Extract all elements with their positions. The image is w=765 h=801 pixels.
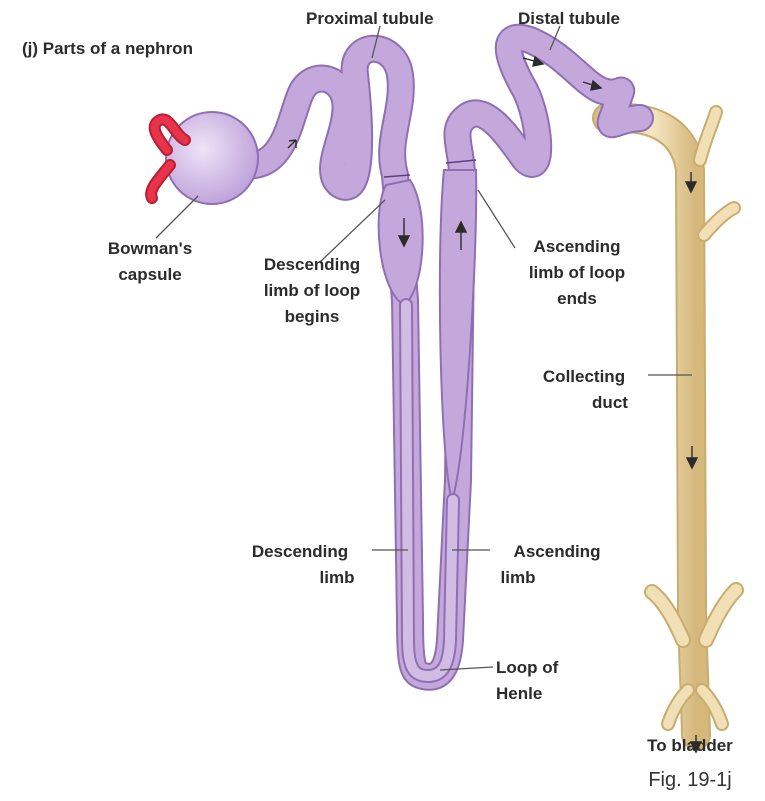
label-ascending-limb-ends-line3: ends xyxy=(557,289,597,308)
label-descending-limb-line2: limb xyxy=(320,568,355,587)
label-descending-limb-begins-line1: Descending xyxy=(264,255,360,274)
label-collecting-duct-line2: duct xyxy=(592,393,628,412)
nephron-tubule-shape xyxy=(255,38,640,677)
label-descending-limb-line1: Descending xyxy=(252,542,348,561)
bowmans-capsule-shape xyxy=(151,112,258,204)
label-ascending-limb-line2: limb xyxy=(501,568,536,587)
label-loop-of-henle-line2: Henle xyxy=(496,684,542,703)
label-to-bladder: To bladder xyxy=(647,736,733,755)
label-descending-limb-begins-line3: begins xyxy=(285,307,340,326)
label-loop-of-henle-line1: Loop of xyxy=(496,658,559,677)
label-ascending-limb-ends-line1: Ascending xyxy=(534,237,621,256)
label-ascending-limb-ends-line2: limb of loop xyxy=(529,263,625,282)
label-distal-tubule: Distal tubule xyxy=(518,9,620,28)
figure-number: Fig. 19-1j xyxy=(648,769,731,791)
label-ascending-limb-line1: Ascending xyxy=(514,542,601,561)
label-proximal-tubule: Proximal tubule xyxy=(306,9,434,28)
label-bowmans-capsule-line2: capsule xyxy=(118,265,181,284)
label-bowmans-capsule-line1: Bowman's xyxy=(108,239,192,258)
diagram-title: (j) Parts of a nephron xyxy=(22,39,193,58)
label-collecting-duct-line1: Collecting xyxy=(543,367,625,386)
label-descending-limb-begins-line2: limb of loop xyxy=(264,281,360,300)
collecting-duct-shape xyxy=(607,112,736,735)
